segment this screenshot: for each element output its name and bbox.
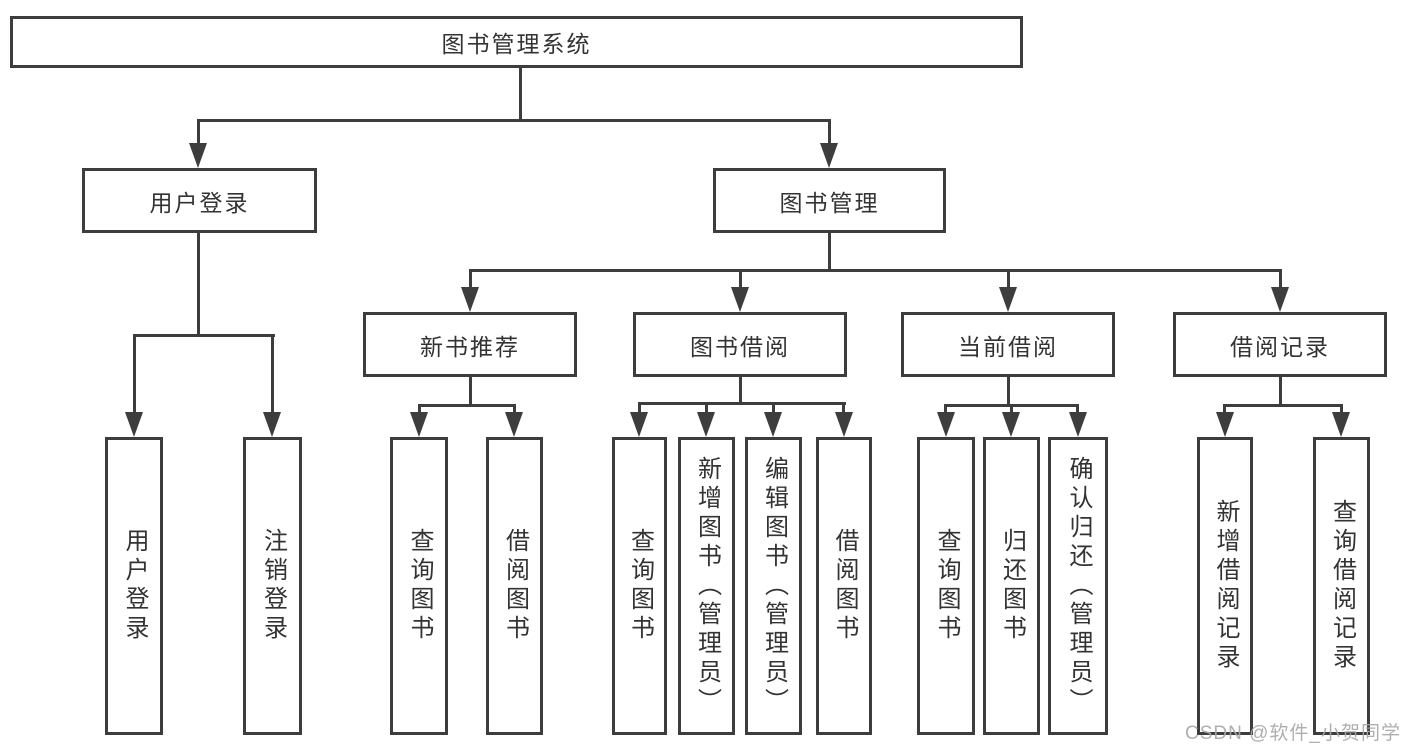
connector-line (638, 402, 641, 414)
arrowhead-down-icon (1069, 412, 1087, 437)
node-current-borrow: 当前借阅 (901, 312, 1115, 377)
connector-line (739, 269, 742, 289)
connector-line (469, 269, 472, 289)
leaf-add-books-admin-label: 新增图书（管理员） (693, 455, 721, 717)
connector-line (739, 377, 742, 405)
connector-line (1010, 404, 1013, 414)
node-borrow-records: 借阅记录 (1173, 312, 1387, 377)
arrowhead-down-icon (410, 412, 428, 437)
leaf-add-borrow-record-label: 新增借阅记录 (1212, 499, 1239, 673)
leaf-return-books: 归还图书 (983, 437, 1040, 735)
arrowhead-down-icon (1332, 412, 1350, 437)
connector-line (944, 404, 947, 414)
arrowhead-down-icon (731, 287, 749, 312)
leaf-return-books-label: 归还图书 (998, 528, 1026, 644)
connector-line (705, 402, 708, 414)
arrowhead-down-icon (820, 143, 838, 168)
arrowhead-down-icon (697, 412, 715, 437)
leaf-query-books-1: 查询图书 (390, 437, 448, 735)
arrowhead-down-icon (1271, 287, 1289, 312)
connector-line (1223, 404, 1226, 414)
node-book-borrow: 图书借阅 (633, 312, 847, 377)
leaf-add-books-admin: 新增图书（管理员） (678, 437, 735, 735)
arrowhead-down-icon (937, 412, 955, 437)
leaf-query-borrow-record: 查询借阅记录 (1313, 437, 1370, 735)
arrowhead-down-icon (505, 412, 523, 437)
connector-line (133, 334, 136, 413)
leaf-borrow-books-1-label: 借阅图书 (501, 528, 529, 644)
connector-line (519, 68, 522, 120)
leaf-user-login: 用户登录 (105, 437, 163, 735)
connector-line (1007, 377, 1010, 405)
node-user-login: 用户登录 (82, 168, 317, 233)
connector-line (469, 377, 472, 407)
arrowhead-down-icon (263, 412, 281, 437)
leaf-query-books-1-label: 查询图书 (406, 528, 433, 644)
connector-line (197, 119, 831, 122)
leaf-borrow-books-2-label: 借阅图书 (831, 528, 858, 644)
node-current-borrow-label: 当前借阅 (958, 333, 1058, 360)
connector-line (197, 233, 200, 337)
arrowhead-down-icon (125, 412, 143, 437)
connector-line (638, 402, 846, 405)
leaf-query-books-2: 查询图书 (612, 437, 667, 735)
node-new-books: 新书推荐 (363, 312, 577, 377)
leaf-query-books-3-label: 查询图书 (933, 528, 960, 644)
arrowhead-down-icon (999, 287, 1017, 312)
node-root-label: 图书管理系统 (441, 31, 592, 57)
connector-line (418, 404, 516, 407)
connector-line (772, 402, 775, 414)
connector-line (418, 404, 421, 414)
node-root: 图书管理系统 (10, 16, 1023, 68)
leaf-user-login-label: 用户登录 (121, 528, 148, 644)
connector-line (469, 269, 1281, 272)
connector-line (1340, 404, 1343, 414)
arrowhead-down-icon (1216, 412, 1234, 437)
leaf-confirm-return-admin-label: 确认归还（管理员） (1065, 455, 1092, 717)
node-user-login-label: 用户登录 (149, 189, 250, 216)
node-new-books-label: 新书推荐 (420, 333, 520, 360)
node-book-mgmt: 图书管理 (713, 168, 946, 233)
leaf-query-books-2-label: 查询图书 (626, 528, 654, 644)
arrowhead-down-icon (461, 287, 479, 312)
arrowhead-down-icon (764, 412, 782, 437)
leaf-logout-label: 注销登录 (259, 528, 287, 644)
leaf-edit-books-admin: 编辑图书（管理员） (745, 437, 802, 735)
connector-line (1279, 377, 1282, 405)
arrowhead-down-icon (630, 412, 648, 437)
connector-line (1279, 269, 1282, 289)
connector-line (1076, 404, 1079, 414)
leaf-confirm-return-admin: 确认归还（管理员） (1048, 437, 1108, 735)
watermark: CSDN @软件_小贺同学 (1185, 723, 1401, 744)
leaf-borrow-books-1: 借阅图书 (486, 437, 543, 735)
connector-line (271, 334, 274, 413)
node-book-mgmt-label: 图书管理 (779, 189, 880, 216)
leaf-query-borrow-record-label: 查询借阅记录 (1328, 499, 1356, 673)
connector-line (828, 233, 831, 272)
arrowhead-down-icon (1002, 412, 1020, 437)
connector-line (828, 119, 831, 145)
connector-line (842, 402, 845, 414)
leaf-edit-books-admin-label: 编辑图书（管理员） (760, 455, 788, 717)
connector-line (197, 119, 200, 145)
leaf-logout: 注销登录 (243, 437, 302, 735)
arrowhead-down-icon (835, 412, 853, 437)
node-borrow-records-label: 借阅记录 (1230, 333, 1330, 360)
arrowhead-down-icon (189, 143, 207, 168)
leaf-add-borrow-record: 新增借阅记录 (1197, 437, 1253, 735)
connector-line (133, 334, 275, 337)
leaf-query-books-3: 查询图书 (917, 437, 975, 735)
connector-line (1007, 269, 1010, 289)
node-book-borrow-label: 图书借阅 (690, 333, 790, 360)
connector-line (1223, 404, 1343, 407)
connector-line (513, 404, 516, 414)
leaf-borrow-books-2: 借阅图书 (816, 437, 872, 735)
